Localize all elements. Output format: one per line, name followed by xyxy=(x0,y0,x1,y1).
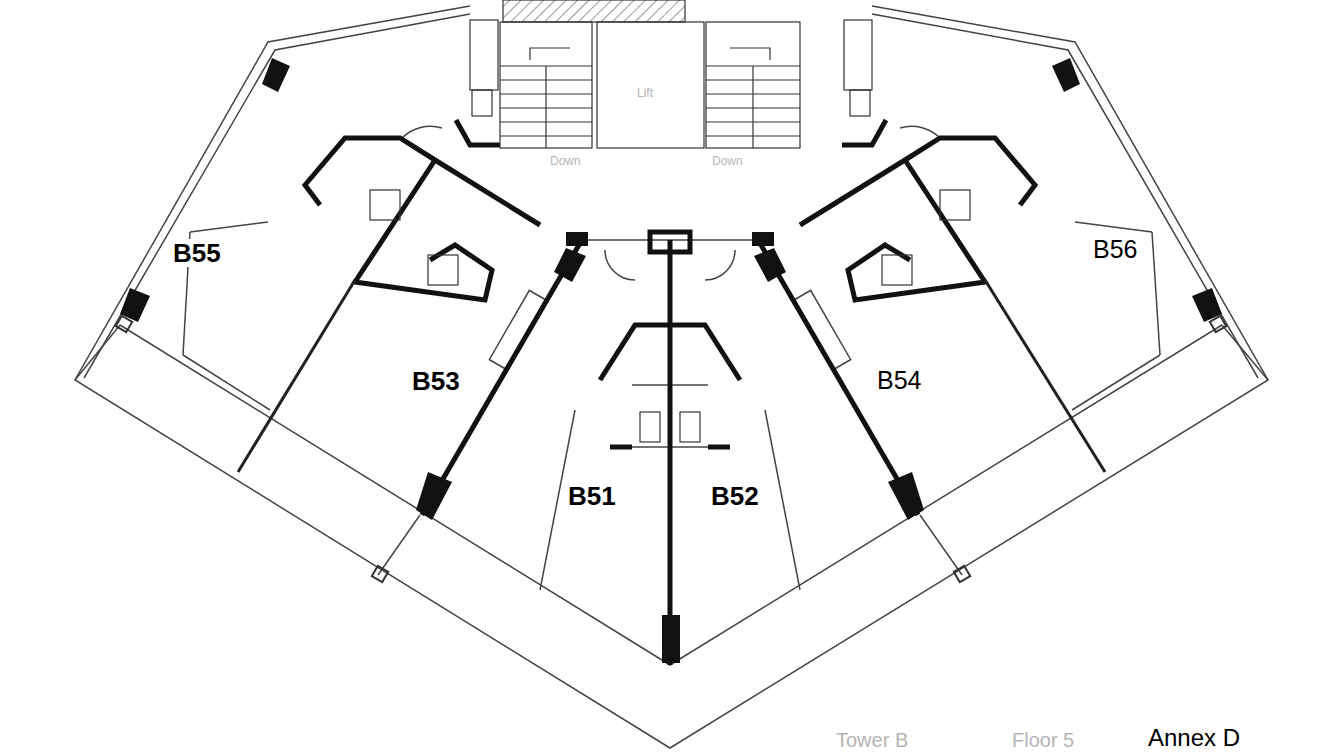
stair-label: Down xyxy=(710,154,745,168)
unit-label: B56 xyxy=(1091,236,1139,263)
sheet-label: Annex D xyxy=(1146,725,1242,751)
unit-label: B51 xyxy=(566,482,618,510)
stair-label: Down xyxy=(548,154,583,168)
sheet-label: Tower B xyxy=(834,729,910,751)
unit-label: B55 xyxy=(171,239,223,267)
unit-label: B53 xyxy=(410,367,462,395)
unit-label: B52 xyxy=(709,482,761,510)
sheet-label: Floor 5 xyxy=(1010,729,1076,751)
lift-label: Lift xyxy=(635,86,655,100)
unit-label: B54 xyxy=(875,367,923,394)
